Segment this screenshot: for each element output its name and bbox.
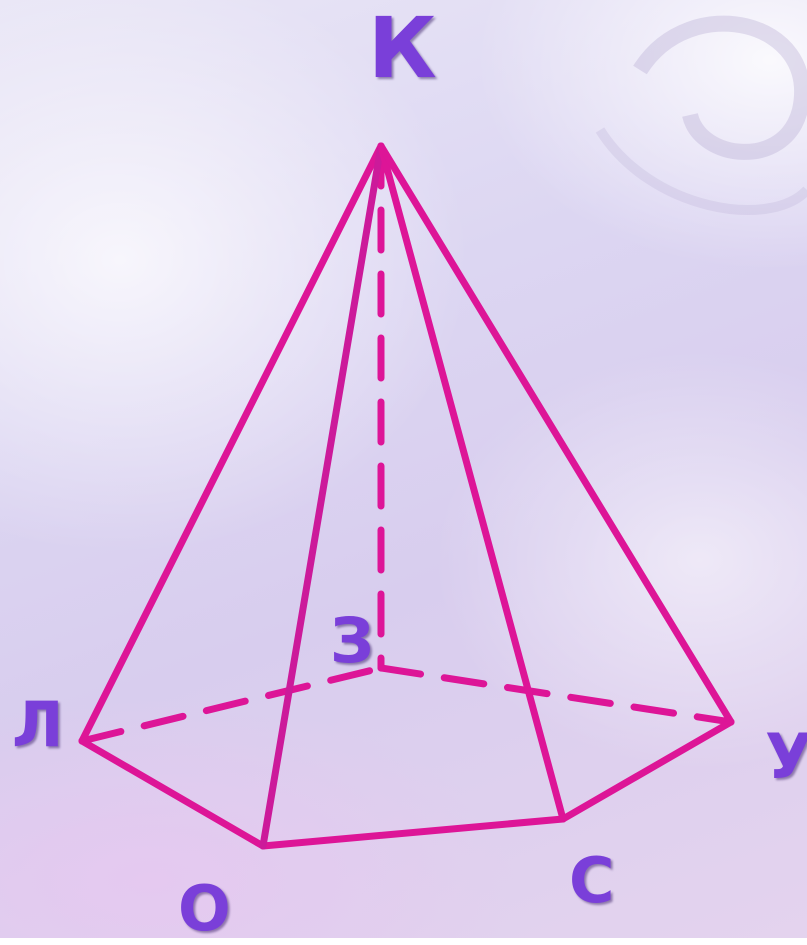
- edge-LO: [78, 737, 267, 850]
- vertex-label-left: Л: [12, 688, 64, 761]
- edge-SU: [559, 718, 735, 823]
- edge-LZ: [78, 664, 385, 745]
- edge-OS: [259, 815, 567, 850]
- vertex-label-apex: К: [368, 0, 437, 97]
- edge-KU: [377, 142, 735, 726]
- background-swirl: [633, 15, 807, 160]
- vertex-label-front-right: С: [569, 844, 615, 917]
- edge-KL: [78, 142, 385, 745]
- vertex-label-right: У: [765, 720, 807, 793]
- vertex-label-front-left: О: [178, 872, 231, 945]
- edge-ZU: [377, 664, 735, 726]
- vertex-label-back: З: [330, 604, 375, 677]
- edge-KS: [377, 142, 567, 823]
- background-swirl-2: [595, 127, 807, 215]
- edge-KO: [259, 142, 385, 850]
